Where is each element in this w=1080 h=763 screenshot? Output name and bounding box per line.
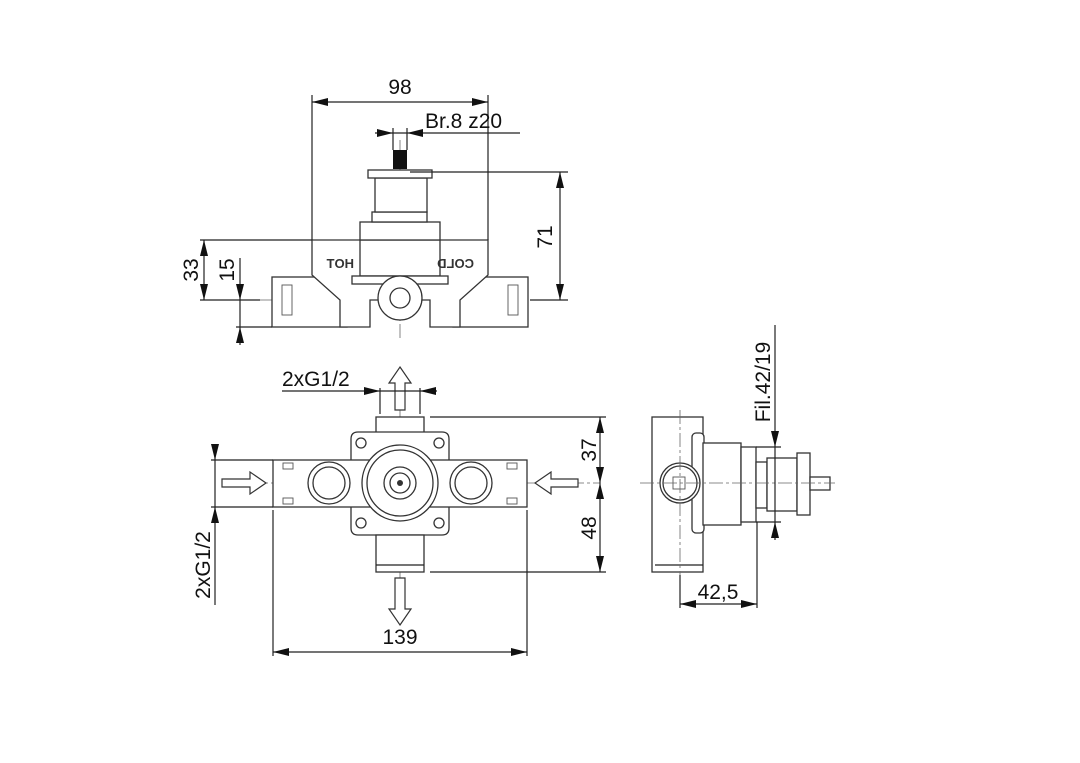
dim-thread-fil: Fil.42/19 (752, 342, 775, 423)
outlet-down-arrow-icon (387, 577, 413, 627)
dim-depth-15: 15 (216, 258, 239, 281)
inlet-right-arrow-icon (533, 470, 579, 496)
dim-width-98: 98 (388, 76, 411, 99)
hot-label: HOT (327, 256, 355, 271)
dim-height-48: 48 (578, 516, 601, 539)
dim-inlet-thread: 2xG1/2 (192, 531, 215, 599)
dim-height-37: 37 (578, 438, 601, 461)
cold-label: COLD (437, 256, 474, 271)
dim-spindle: Br.8 z20 (425, 110, 502, 133)
dim-depth-33: 33 (180, 258, 203, 281)
inlet-left-arrow-icon (221, 470, 268, 496)
top-view: HOT COLD 98 Br.8 z20 71 33 (180, 76, 568, 345)
dim-depth-42-5: 42,5 (698, 581, 739, 604)
outlet-up-arrow-icon (387, 365, 413, 411)
dim-outlet-thread: 2xG1/2 (282, 368, 350, 391)
front-view: 2xG1/2 2xG1/2 139 37 48 (192, 365, 606, 656)
dim-height-71: 71 (534, 225, 557, 248)
side-view: Fil.42/19 42,5 (640, 325, 835, 608)
spindle-icon (393, 150, 407, 169)
dim-width-139: 139 (382, 626, 417, 649)
